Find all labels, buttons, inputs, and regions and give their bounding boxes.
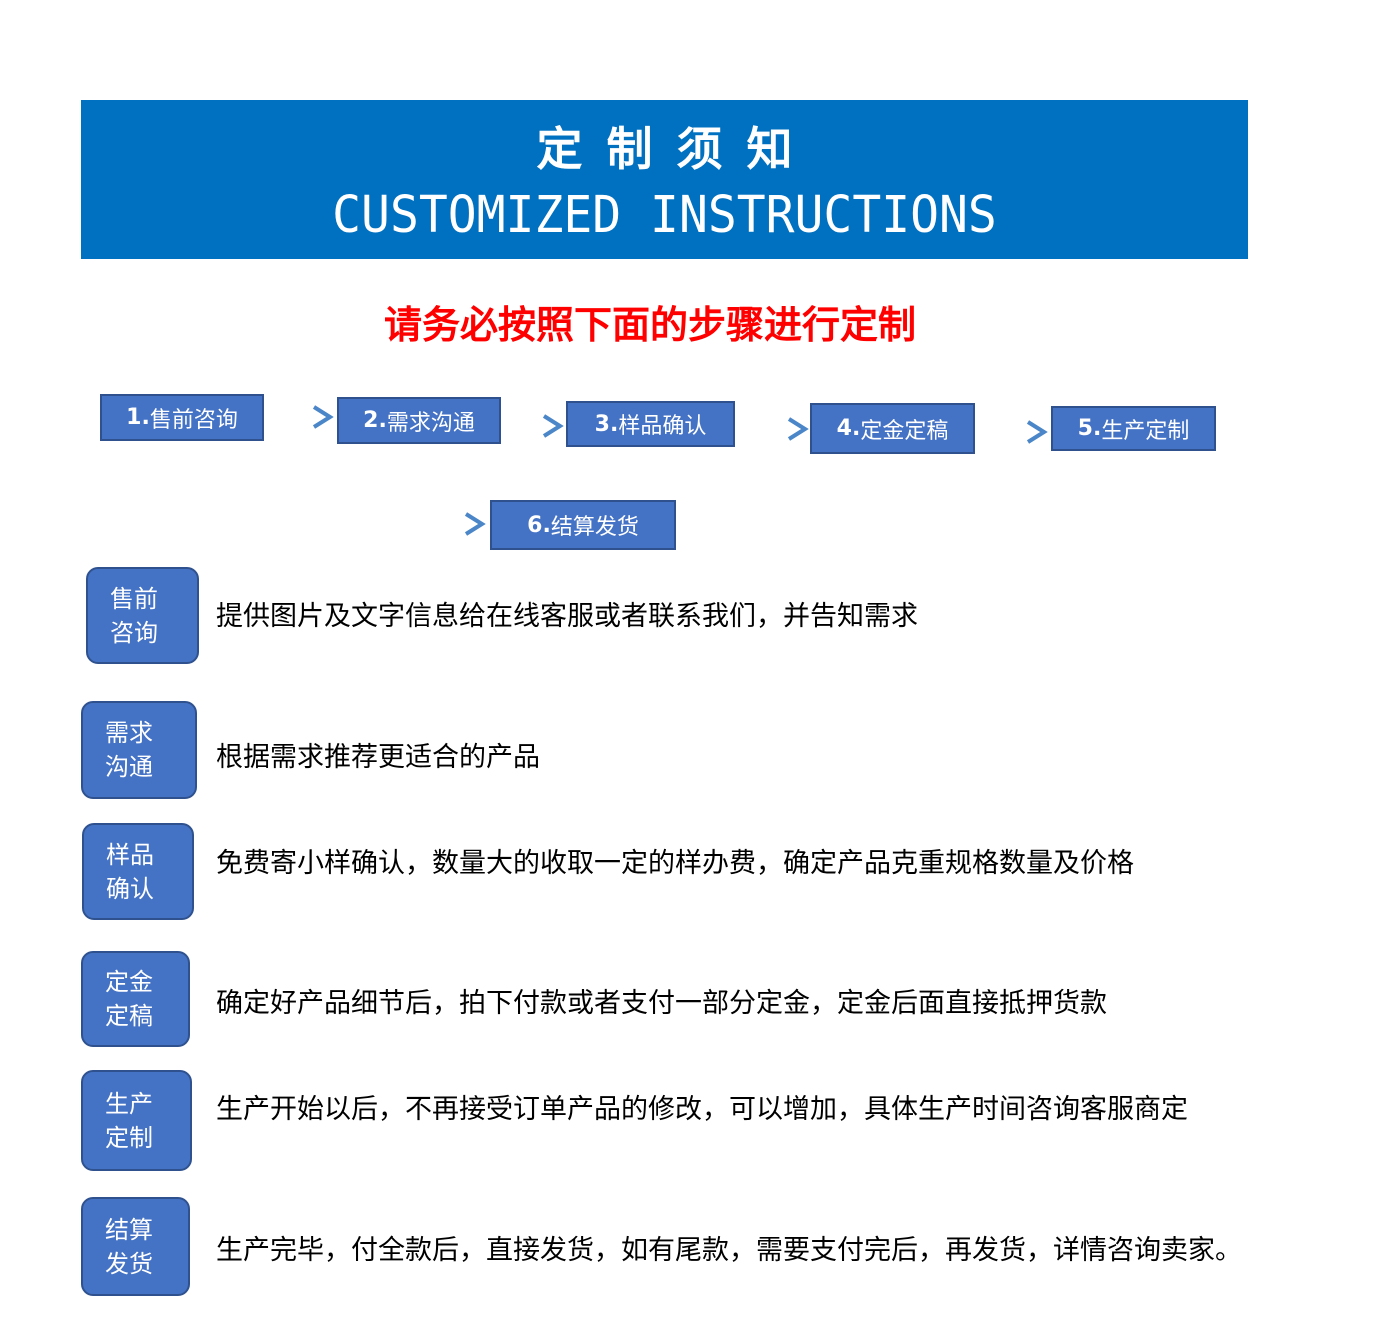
header-title-en: CUSTOMIZED INSTRUCTIONS: [332, 185, 997, 245]
header-title-cn: 定制须知: [536, 122, 817, 176]
badge-line-2: 定稿: [105, 1002, 153, 1030]
step-box-1: 1.售前咨询: [100, 394, 264, 441]
flow-arrow-icon: [735, 417, 809, 441]
step-box-3: 3.样品确认: [566, 401, 735, 447]
badge-line-1: 定金: [105, 968, 153, 996]
badge-line-2: 发货: [105, 1249, 153, 1278]
badge-line-2: 咨询: [110, 618, 158, 647]
notice-text: 请务必按照下面的步骤进行定制: [383, 302, 916, 347]
step-number: 4.: [836, 416, 861, 441]
step-box-4: 4.定金定稿: [810, 403, 975, 454]
flow-arrow-icon: [494, 414, 564, 438]
header-banner: 定制须知 CUSTOMIZED INSTRUCTIONS: [81, 100, 1248, 259]
badge-line-2: 确认: [106, 874, 154, 903]
detail-text-4: 确定好产品细节后，拍下付款或者支付一部分定金，定金后面直接抵押货款: [216, 988, 1107, 1019]
flow-arrow-icon: [410, 512, 486, 536]
step-label: 需求沟通: [386, 410, 475, 436]
badge-line-2: 定制: [105, 1123, 153, 1152]
detail-badge-3: 样品 确认: [82, 823, 194, 920]
detail-badge-2: 需求 沟通: [81, 701, 197, 799]
detail-badge-6: 结算 发货: [81, 1197, 190, 1296]
step-label: 结算发货: [550, 515, 639, 540]
detail-text-5: 生产开始以后，不再接受订单产品的修改，可以增加，具体生产时间咨询客服商定: [216, 1094, 1188, 1125]
step-label: 售前咨询: [149, 407, 238, 433]
badge-line-1: 结算: [105, 1215, 153, 1244]
detail-badge-4: 定金 定稿: [81, 951, 190, 1047]
badge-line-1: 样品: [106, 840, 154, 869]
step-label: 样品确认: [618, 414, 707, 439]
badge-line-1: 生产: [105, 1089, 153, 1118]
step-label: 生产定制: [1101, 418, 1190, 444]
step-number: 5.: [1077, 416, 1102, 441]
flow-arrow-icon: [264, 405, 334, 429]
step-number: 3.: [594, 411, 619, 437]
step-number: 6.: [527, 512, 551, 538]
detail-text-3: 免费寄小样确认，数量大的收取一定的样办费，确定产品克重规格数量及价格: [216, 848, 1134, 879]
badge-line-1: 售前: [110, 584, 158, 613]
step-box-6: 6.结算发货: [490, 500, 676, 550]
detail-badge-1: 售前 咨询: [86, 567, 199, 664]
badge-line-2: 沟通: [105, 753, 153, 781]
step-label: 定金定稿: [860, 418, 949, 444]
step-number: 2.: [363, 408, 387, 433]
detail-text-2: 根据需求推荐更适合的产品: [216, 742, 540, 773]
detail-text-6: 生产完毕，付全款后，直接发货，如有尾款，需要支付完后，再发货，详情咨询卖家。: [216, 1235, 1242, 1266]
flow-arrow-icon: [974, 420, 1048, 444]
step-number: 1.: [126, 405, 150, 430]
badge-line-1: 需求: [105, 719, 153, 747]
step-box-2: 2.需求沟通: [337, 397, 501, 444]
detail-badge-5: 生产 定制: [81, 1070, 192, 1171]
detail-text-1: 提供图片及文字信息给在线客服或者联系我们，并告知需求: [216, 601, 918, 632]
step-box-5: 5.生产定制: [1051, 406, 1216, 451]
